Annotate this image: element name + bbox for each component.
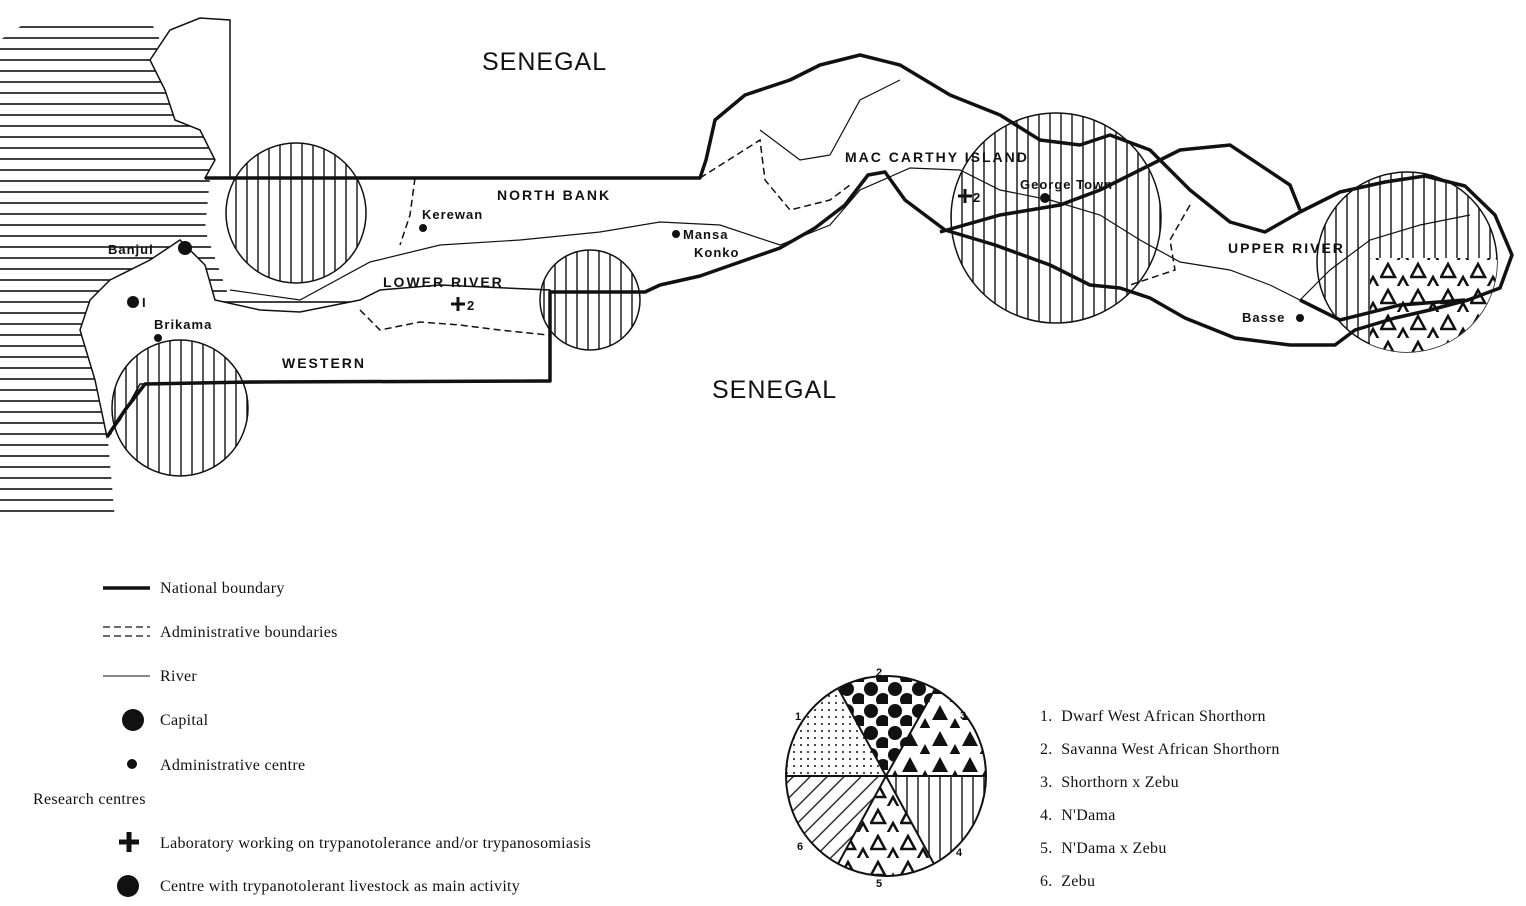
region-label-north-bank: NORTH BANK xyxy=(497,187,611,203)
laboratory-cross-icon xyxy=(451,297,465,311)
breed-key-pie: 1 2 3 4 5 6 xyxy=(785,667,987,890)
breed-item: 6. Zebu xyxy=(1040,873,1095,890)
map-legend: National boundary Administrative boundar… xyxy=(33,580,591,897)
town-label-brikama: Brikama xyxy=(154,317,212,332)
laboratory-number: 2 xyxy=(467,298,475,313)
pie-dividers xyxy=(786,687,986,865)
pie-number-6: 6 xyxy=(797,841,803,853)
breed-item: 3. Shorthorn x Zebu xyxy=(1040,774,1179,791)
triangle-zone xyxy=(1370,258,1497,352)
town-label-konko: Konko xyxy=(694,245,739,260)
country-label-senegal-south: SENEGAL xyxy=(712,376,837,404)
country-label-senegal-north: SENEGAL xyxy=(482,48,607,76)
town-label-basse: Basse xyxy=(1242,310,1285,325)
pie-number-4: 4 xyxy=(956,847,963,859)
livestock-zone-circle xyxy=(950,112,1162,324)
national-boundary xyxy=(939,143,1466,322)
pie-outline xyxy=(785,675,987,877)
breed-item: 1. Dwarf West African Shorthorn xyxy=(1040,708,1266,725)
laboratory-swatch-icon xyxy=(119,832,139,852)
region-label-lower-river: LOWER RIVER xyxy=(383,274,504,290)
pie-number-1: 1 xyxy=(795,711,801,723)
town-label-kerewan: Kerewan xyxy=(422,207,483,222)
pie-number-5: 5 xyxy=(876,878,882,890)
legend-administrative-centre: Administrative centre xyxy=(160,757,305,774)
centre-swatch-icon xyxy=(117,875,139,897)
livestock-zone-circle xyxy=(111,339,249,477)
admin-centre-marker xyxy=(419,224,427,232)
capital-marker xyxy=(178,241,192,255)
region-label-mac-carthy-island: MAC CARTHY ISLAND xyxy=(845,149,1029,165)
breed-item: 2. Savanna West African Shorthorn xyxy=(1040,741,1280,758)
livestock-zone-circle xyxy=(539,249,641,351)
laboratory-number: 2 xyxy=(973,190,981,205)
admin-centre-marker xyxy=(1296,314,1304,322)
national-boundary xyxy=(105,53,1514,438)
capital-swatch-icon xyxy=(122,709,144,731)
pie-slice-5 xyxy=(838,776,934,877)
town-label-mansa: Mansa xyxy=(683,227,728,242)
breed-list: 1. Dwarf West African Shorthorn 2. Savan… xyxy=(1040,708,1280,890)
legend-river: River xyxy=(160,668,197,685)
legend-laboratory: Laboratory working on trypanotolerance a… xyxy=(160,835,591,852)
river-tributary xyxy=(759,79,901,161)
livestock-zone-circle xyxy=(225,142,367,284)
research-centre-number: I xyxy=(142,295,147,310)
region-label-western: WESTERN xyxy=(282,355,366,371)
region-label-upper-river: UPPER RIVER xyxy=(1228,240,1345,256)
pie-slice-2 xyxy=(838,675,935,776)
breed-item: 5. N'Dama x Zebu xyxy=(1040,840,1167,857)
town-label-banjul: Banjul xyxy=(108,242,154,257)
admin-centre-swatch-icon xyxy=(127,759,137,769)
pie-number-2: 2 xyxy=(876,667,882,679)
administrative-boundary xyxy=(359,138,1191,336)
admin-centre-marker xyxy=(1040,193,1050,203)
admin-centre-marker xyxy=(672,230,680,238)
legend-national-boundary: National boundary xyxy=(160,580,285,597)
research-centre-marker xyxy=(127,296,139,308)
legend-centre-livestock: Centre with trypanotolerant livestock as… xyxy=(160,878,520,895)
legend-capital: Capital xyxy=(160,712,209,729)
north-coast-land xyxy=(149,17,231,179)
admin-centre-marker xyxy=(154,334,162,342)
legend-administrative-boundaries: Administrative boundaries xyxy=(160,624,338,641)
town-label-george-town: George Town xyxy=(1020,177,1113,192)
pie-number-3: 3 xyxy=(960,710,966,722)
legend-research-centres-heading: Research centres xyxy=(33,791,146,808)
breed-item: 4. N'Dama xyxy=(1040,807,1116,824)
laboratory-cross-icon xyxy=(958,189,972,203)
